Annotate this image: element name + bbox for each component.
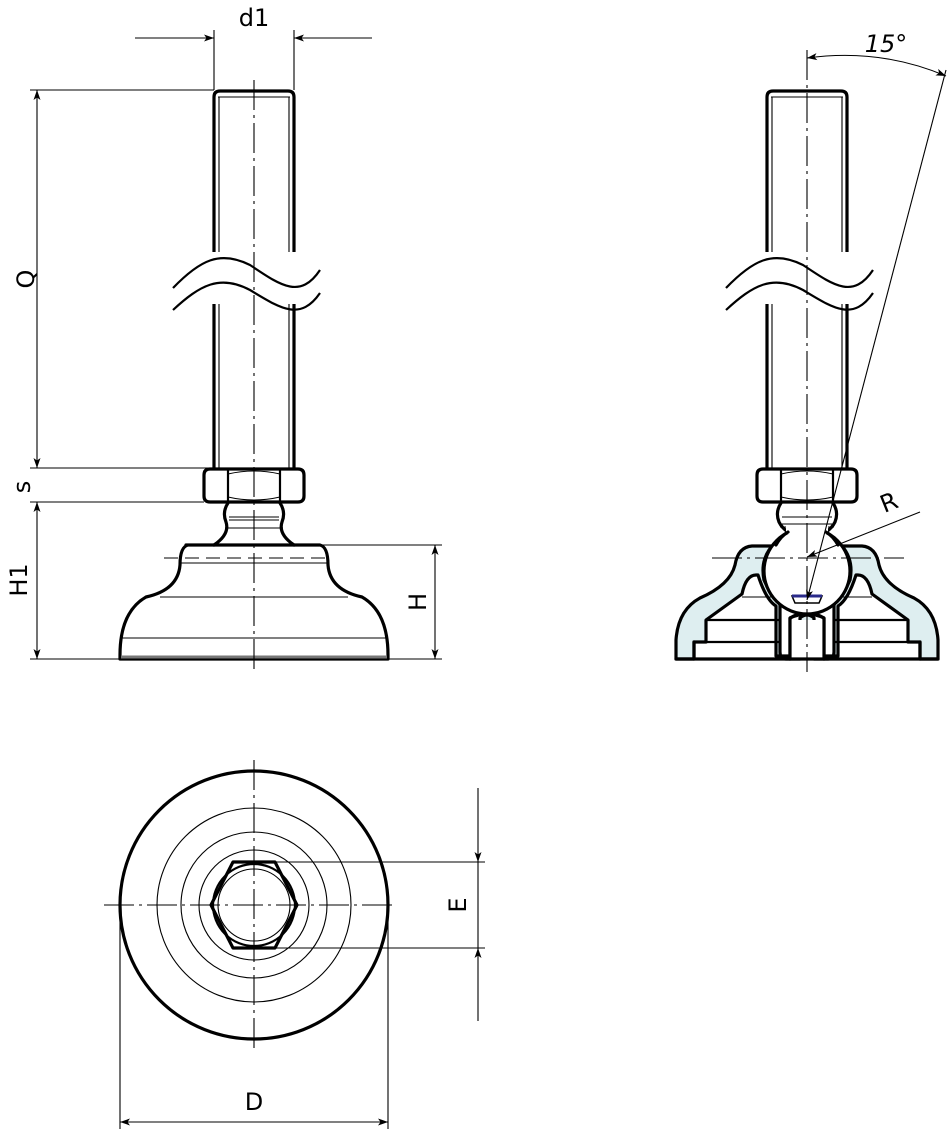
label-H1: H1	[5, 563, 33, 596]
label-d1: d1	[239, 4, 270, 32]
dim-H: H	[316, 544, 442, 660]
label-s: s	[8, 481, 36, 494]
top-view: E D	[104, 760, 485, 1129]
hex-nut	[202, 467, 306, 504]
dim-H1: H1	[5, 502, 120, 660]
front-view: d1 Q s H1 H	[5, 4, 442, 672]
label-D: D	[245, 1088, 263, 1116]
threaded-stud	[172, 89, 321, 470]
label-R: R	[876, 486, 902, 518]
section-hex-nut	[755, 467, 859, 504]
dim-d1: d1	[135, 4, 372, 90]
dim-D: D	[119, 905, 389, 1129]
section-view: 15° R	[674, 30, 947, 672]
label-angle: 15°	[865, 30, 908, 58]
label-E: E	[444, 897, 472, 912]
dim-angle: 15°	[806, 30, 947, 601]
label-Q: Q	[12, 270, 40, 289]
dim-Q: Q	[12, 89, 214, 469]
dim-s: s	[8, 481, 204, 503]
dim-E: E	[275, 788, 485, 1021]
section-stud	[725, 89, 874, 470]
label-H: H	[404, 593, 432, 611]
